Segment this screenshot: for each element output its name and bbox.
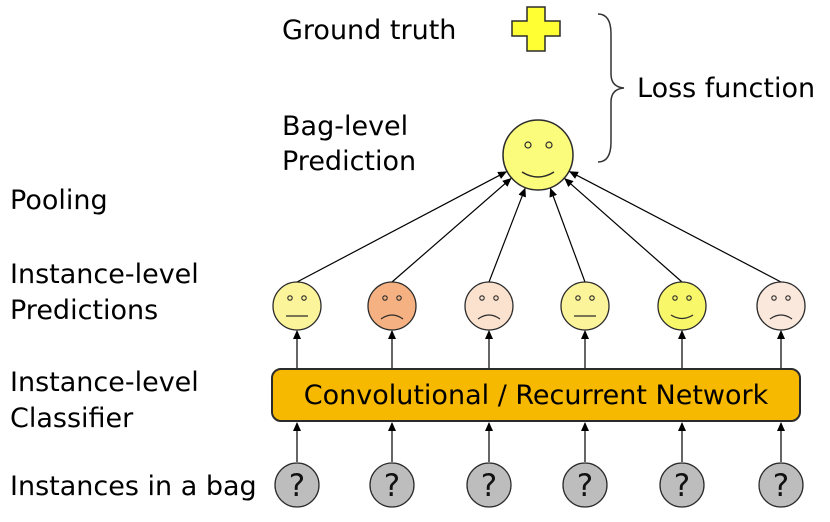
face-left-eye: [672, 295, 678, 301]
ground-truth-label: Ground truth: [282, 15, 457, 46]
face-mouth-sad: [477, 314, 501, 320]
instance-predictions-label-line1: Instance-level: [10, 259, 199, 290]
face-right-eye: [493, 295, 499, 301]
pooling-arrow-5: [564, 178, 683, 283]
instance-classifier-label-line2: Classifier: [10, 403, 134, 434]
instance-bubble-4: ?: [562, 462, 608, 508]
instance-bubble-1: ?: [274, 462, 320, 508]
loss-brace-icon: [597, 13, 625, 163]
bag-level-label-line2: Prediction: [282, 146, 417, 177]
instance-bubble-3: ?: [466, 462, 512, 508]
instance-prediction-face-3: [464, 281, 514, 331]
loss-function-label: Loss function: [637, 73, 816, 104]
face-right-eye: [301, 295, 307, 301]
face-circle: [657, 281, 707, 331]
instance-prediction-face-1: [272, 281, 322, 331]
face-right-eye: [396, 295, 402, 301]
ground-truth-plus-icon: [511, 6, 561, 52]
face-right-eye: [589, 295, 595, 301]
bag-face-circle: [502, 119, 574, 191]
instance-circle: [274, 462, 320, 508]
bag-face-right-eye: [545, 141, 553, 149]
instance-question-mark: ?: [384, 468, 400, 504]
bag-face-left-eye: [524, 141, 532, 149]
face-circle: [272, 281, 322, 331]
face-circle: [464, 281, 514, 331]
face-mouth-sad: [380, 314, 404, 320]
face-right-eye: [785, 295, 791, 301]
classifier-arrows: [293, 330, 785, 462]
bag-face-mouth: [521, 171, 555, 178]
instance-classifier-label-line1: Instance-level: [10, 367, 199, 398]
instance-question-mark: ?: [481, 468, 497, 504]
face-circle: [756, 281, 806, 331]
bag-level-label-line1: Bag-level: [282, 111, 409, 142]
instance-prediction-face-2: [367, 281, 417, 331]
instance-prediction-face-6: [756, 281, 806, 331]
face-circle: [367, 281, 417, 331]
face-right-eye: [686, 295, 692, 301]
instance-question-mark: ?: [289, 468, 305, 504]
face-left-eye: [287, 295, 293, 301]
instance-bubble-2: ?: [369, 462, 415, 508]
instance-circle: [369, 462, 415, 508]
instances-label: Instances in a bag: [10, 471, 257, 502]
pooling-arrows: [296, 171, 782, 283]
face-circle: [560, 281, 610, 331]
face-mouth-sad: [769, 314, 793, 320]
pooling-arrow-1: [296, 171, 508, 283]
instance-predictions-label-line2: Predictions: [10, 295, 159, 326]
network-label: Convolutional / Recurrent Network: [303, 379, 769, 411]
instance-question-mark: ?: [577, 468, 593, 504]
pooling-arrow-2: [391, 177, 512, 283]
instance-prediction-face-5: [657, 281, 707, 331]
network-box: Convolutional / Recurrent Network: [271, 368, 801, 422]
pooling-arrow-4: [549, 187, 586, 283]
face-left-eye: [575, 295, 581, 301]
instance-bubble-5: ?: [659, 462, 705, 508]
face-left-eye: [771, 295, 777, 301]
face-left-eye: [479, 295, 485, 301]
instance-bubble-6: ?: [758, 462, 804, 508]
instance-question-mark: ?: [773, 468, 789, 504]
instance-circle: [758, 462, 804, 508]
pooling-label: Pooling: [10, 185, 108, 216]
bag-prediction-face: [502, 119, 574, 191]
instance-prediction-face-4: [560, 281, 610, 331]
face-mouth-happy: [670, 314, 694, 320]
pooling-arrow-6: [569, 171, 782, 283]
instance-question-mark: ?: [674, 468, 690, 504]
pooling-arrow-3: [488, 187, 526, 283]
instance-bubbles: ??????: [274, 462, 804, 508]
instance-prediction-faces: [272, 281, 806, 331]
instance-circle: [562, 462, 608, 508]
instance-circle: [659, 462, 705, 508]
instance-circle: [466, 462, 512, 508]
face-left-eye: [382, 295, 388, 301]
